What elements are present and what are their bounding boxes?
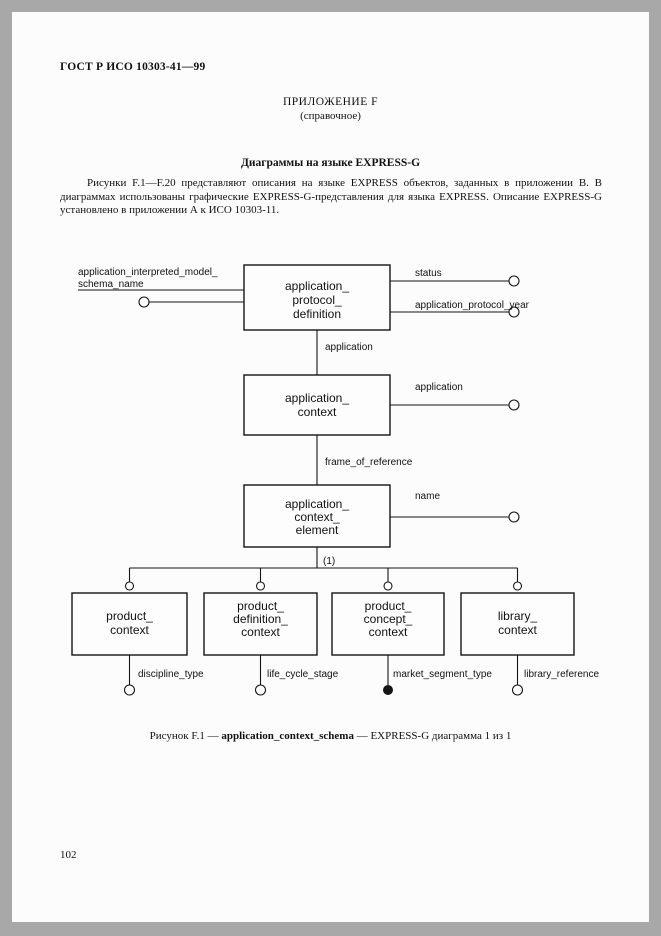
box-application-context-text: application_ [285, 391, 349, 405]
label-application-rel: application [325, 342, 373, 353]
caption-prefix: Рисунок F.1 — [149, 730, 222, 742]
box-application-context-element-text: element [296, 523, 339, 537]
life-cycle-stage-terminal-circle [254, 684, 267, 696]
box-product-context-text: product_ [106, 609, 153, 623]
intro-paragraph: Рисунки F.1—F.20 представляют описания н… [60, 177, 602, 216]
box-application-protocol-definition-text: application_ [285, 279, 349, 293]
box-application-context-element-text: context_ [294, 510, 340, 524]
label-life-cycle-stage: life_cycle_stage [267, 669, 339, 680]
application-protocol-year-terminal-circle [508, 306, 520, 318]
box-product-concept-context [331, 592, 445, 656]
box-product-definition-context [203, 592, 318, 656]
box-product-context-text: context [110, 623, 149, 637]
box-application-context-text: context [298, 405, 337, 419]
box-application-context-element-text: application_ [285, 497, 349, 511]
label-name: name [415, 491, 440, 502]
schema-attr-terminal-circle [138, 296, 150, 308]
caption-schema-name: application_context_schema [221, 730, 354, 742]
box-product-definition-context-text: definition_ [233, 612, 288, 626]
standard-designation: ГОСТ Р ИСО 10303-41—99 [60, 61, 206, 73]
label-frame-of-reference: frame_of_reference [325, 457, 413, 468]
box-library-context-text: library_ [498, 609, 538, 623]
label-application-attr: application [415, 382, 463, 393]
label-library-reference: library_reference [524, 669, 599, 680]
box-product-definition-context-text: product_ [237, 599, 284, 613]
box-product-concept-context-text: product_ [365, 599, 412, 613]
subtype-product-context-circle [124, 581, 135, 591]
box-product-context [71, 592, 188, 656]
label-supertype-count: (1) [323, 556, 335, 567]
label-market-segment-type: market_segment_type [393, 669, 492, 680]
application-terminal-circle [508, 399, 520, 411]
market-segment-type-terminal-circle [383, 685, 393, 695]
name-terminal-circle [508, 511, 520, 523]
box-application-context-element [243, 484, 391, 548]
label-discipline-type: discipline_type [138, 669, 204, 680]
label-application-protocol-year: application_protocol_year [415, 300, 530, 311]
box-library-context [460, 592, 575, 656]
annex-title: ПРИЛОЖЕНИЕ F [282, 96, 379, 108]
document-page: ГОСТ Р ИСО 10303-41—99 ПРИЛОЖЕНИЕ F (спр… [12, 12, 649, 922]
box-product-definition-context-text: context [241, 625, 280, 639]
express-g-diagram: application_ protocol_ definition applic… [71, 264, 599, 696]
box-application-protocol-definition [243, 264, 391, 331]
box-product-concept-context-text: concept_ [364, 612, 413, 626]
label-schema-attr-line2: schema_name [78, 279, 144, 290]
section-heading: Диаграммы на языке EXPRESS-G [240, 157, 421, 169]
discipline-type-terminal-circle [123, 684, 136, 696]
box-product-concept-context-text: context [369, 625, 408, 639]
figure-caption: Рисунок F.1 — application_context_schema… [12, 730, 649, 742]
status-terminal-circle [508, 275, 520, 287]
box-application-context [243, 374, 391, 436]
page-number: 102 [60, 849, 77, 861]
subtype-library-context-circle [512, 581, 523, 591]
box-application-protocol-definition-text: protocol_ [292, 293, 342, 307]
caption-suffix: — EXPRESS-G диаграмма 1 из 1 [353, 730, 512, 742]
box-library-context-text: context [498, 623, 537, 637]
box-application-protocol-definition-text: definition [293, 307, 341, 321]
subtype-product-concept-context-circle [383, 581, 393, 591]
library-reference-terminal-circle [511, 684, 524, 696]
label-schema-attr-line1: application_interpreted_model_ [78, 267, 218, 278]
subtype-product-definition-context-circle [255, 581, 266, 591]
label-status: status [415, 268, 442, 279]
annex-subtitle: (справочное) [300, 110, 361, 122]
